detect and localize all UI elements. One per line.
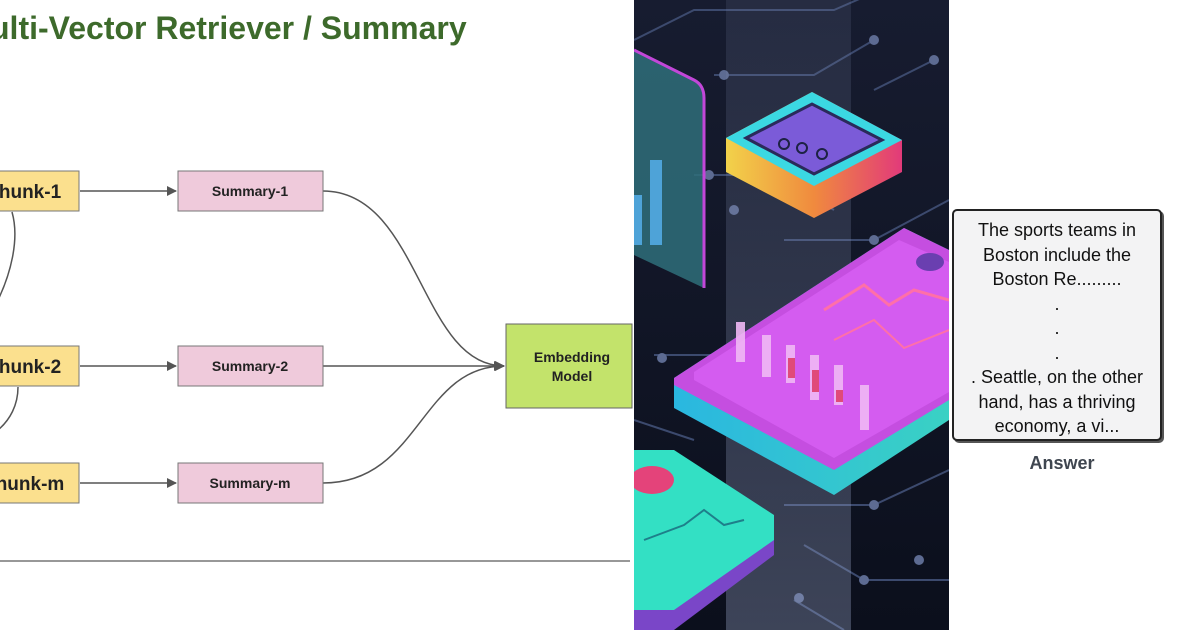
embedding-label-line-1: Embedding [534,349,610,365]
edge-summary1-embedding [322,190,505,371]
summary-node-2: Summary-2 [177,345,324,387]
answer-line: Boston Re......... [992,269,1122,289]
answer-card: The sports teams in Boston include the B… [952,209,1162,441]
summary-label-2: Summary-2 [212,358,288,374]
chunk-label-1: hunk-1 [0,182,62,203]
diagram-title: ulti-Vector Retriever / Summary [0,10,467,46]
edge-summarym-embedding [322,361,505,484]
chunk-node-2: hunk-2 [0,345,80,387]
chunk-label-m: hunk-m [0,474,64,495]
answer-line: . [1054,293,1060,314]
summary-label-1: Summary-1 [212,183,288,199]
chunk-link-curve-1 [0,211,16,298]
answer-line: economy, a vi... [994,416,1120,436]
answer-panel: The sports teams in Boston include the B… [949,0,1200,630]
embedding-label-line-2: Model [552,368,592,384]
chunk-link-curve-2 [0,386,19,430]
summary-label-m: Summary-m [210,475,291,491]
chunk-label-2: hunk-2 [0,357,61,378]
answer-line: The sports teams in [977,220,1137,240]
answer-line: Boston include the [982,244,1132,265]
answer-line: . [1054,342,1060,363]
answer-line: . [1054,318,1060,338]
summary-node-m: Summary-m [177,462,324,504]
tech-illustration-image [634,0,949,630]
embedding-model-node: Embedding Model [505,323,633,409]
tech-illustration [634,0,949,630]
multi-vector-diagram: ulti-Vector Retriever / Summary hunk-1 h… [0,10,633,562]
answer-line: . Seattle, on the other [970,367,1144,387]
summary-node-1: Summary-1 [177,170,324,212]
answer-line: hand, has a thriving [978,391,1136,412]
diagram-canvas: hunk-1 hunk-2 hunk-m Summary-1 Summary-2… [0,170,633,562]
chunk-node-1: hunk-1 [0,170,80,212]
answer-label: Answer [1029,453,1095,473]
chunk-node-m: hunk-m [0,462,80,504]
